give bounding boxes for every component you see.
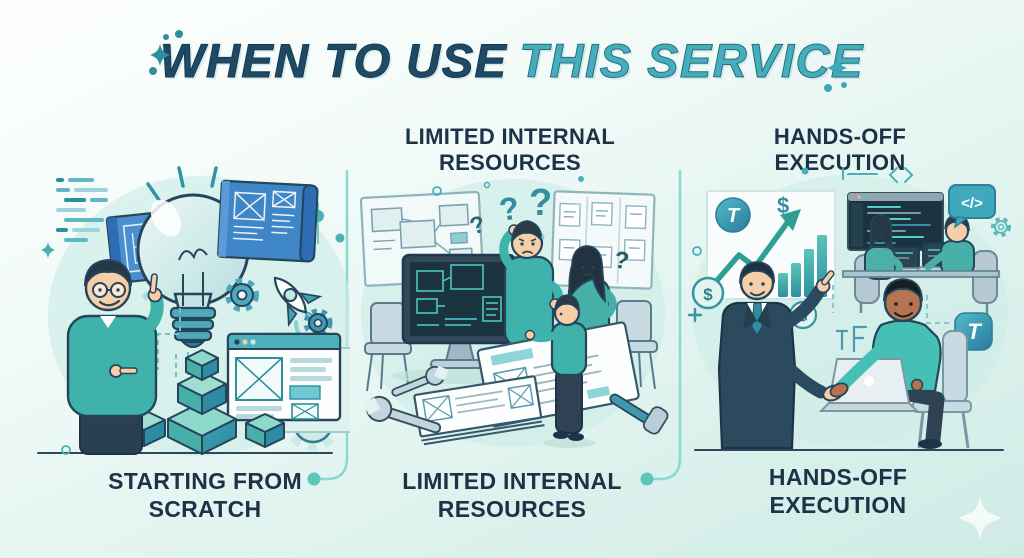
svg-text:$: $ [703, 285, 713, 304]
svg-text:</>: </> [961, 195, 983, 212]
sparkle-icon [958, 496, 1002, 540]
wrench-icon [391, 365, 449, 397]
building-blocks-icon [122, 349, 285, 455]
dot-decor [801, 167, 809, 175]
handshake-figures [717, 261, 835, 450]
caption-starting-from-scratch: STARTING FROM SCRATCH [108, 468, 302, 522]
laptop-icon [818, 358, 920, 412]
wireframe-browser-icon [226, 332, 350, 433]
dashed-connector [832, 285, 949, 324]
svg-text:?: ? [529, 182, 552, 224]
blueprint-scroll-icon [217, 179, 319, 263]
svg-text:$: $ [777, 193, 789, 218]
tf-mark [835, 325, 868, 353]
svg-text:T: T [727, 205, 741, 227]
plus-icon [687, 307, 703, 323]
gear-icon [303, 308, 333, 338]
panel-divider [307, 169, 349, 486]
gear-icon [225, 278, 259, 312]
chair-icon [364, 302, 412, 392]
pointing-man-figure [66, 258, 164, 455]
illustration-starting-from-scratch [37, 166, 350, 456]
page-title-part1: WHEN TO USE [160, 34, 508, 88]
panel-divider [640, 169, 682, 486]
wrench-icon [362, 395, 442, 434]
page-title-part2: THIS SERVICE [519, 34, 864, 88]
sparkle-icon [149, 30, 183, 75]
illustration-limited-internal-resources: ? ? ? ? [359, 176, 669, 448]
coders-at-desk-figures [842, 167, 1000, 315]
dollar-badge-icon: $ [691, 276, 725, 310]
code-tag-bubble-icon: </> [948, 184, 996, 229]
label-hands-off-execution: HANDS-OFF EXECUTION [773, 124, 907, 175]
handshake [829, 382, 849, 398]
growth-chart-icon: T $ [706, 190, 836, 300]
svg-text:T: T [967, 319, 982, 344]
illustration-hands-off-execution: T $ $ $ [687, 167, 1011, 451]
caption-hands-off-execution: HANDS-OFF EXECUTION [768, 464, 908, 518]
code-screen-icon [847, 192, 944, 251]
gear-icon [991, 217, 1011, 237]
caption-limited-internal-resources: LIMITED INTERNAL RESOURCES [402, 468, 622, 522]
book-stack-icon [413, 375, 545, 446]
desk [842, 270, 1000, 278]
code-lines-icon [56, 178, 108, 242]
hammer-icon [609, 393, 669, 435]
handshake-figures [818, 278, 972, 449]
label-limited-internal-resources: LIMITED INTERNAL RESOURCES [404, 124, 616, 175]
sparkle-icon [824, 57, 847, 92]
svg-text:?: ? [612, 246, 631, 275]
dot-decor [692, 246, 702, 256]
confused-team-figures [524, 294, 595, 448]
